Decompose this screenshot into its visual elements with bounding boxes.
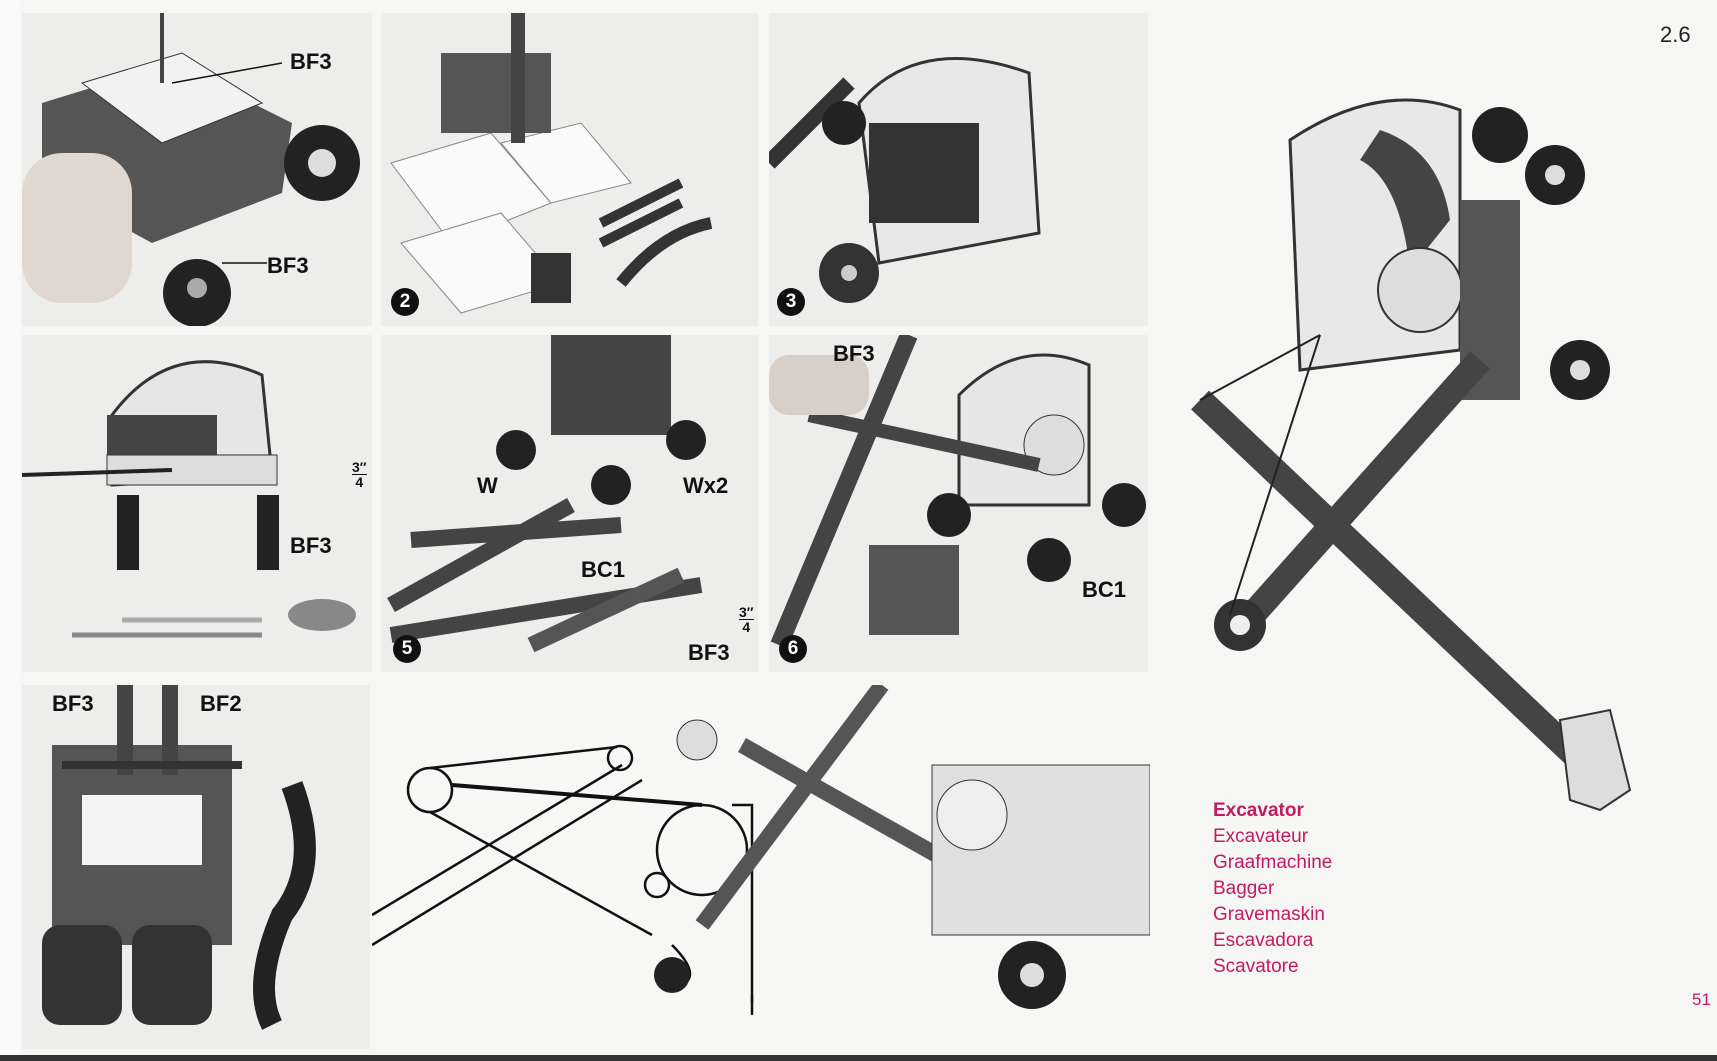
step-3-panel: 3 (769, 13, 1148, 326)
part-label-bc1: BC1 (1082, 577, 1127, 602)
string-threading-diagram (372, 685, 1150, 1015)
size-fraction: 3″4 (739, 604, 754, 635)
model-name-list: Excavator Excavateur Graafmachine Bagger… (1213, 798, 1332, 980)
model-name-it: Scavatore (1213, 956, 1299, 977)
step-number-badge: 3 (777, 288, 805, 316)
page-number: 51 (1692, 990, 1711, 1009)
step-5-panel: W Wx2 BC1 BF3 3″4 5 (381, 335, 758, 672)
part-label-bf3: BF3 (290, 533, 332, 558)
excavator-illustration (1191, 98, 1632, 812)
excavator-model-photo (1160, 70, 1680, 870)
part-label-wx2: Wx2 (683, 473, 729, 498)
part-label-bf3: BF3 (267, 253, 309, 278)
page-spine (0, 0, 20, 1061)
section-number: 2.6 (1660, 22, 1691, 47)
step-number-badge: 6 (779, 635, 807, 663)
part-label-bf3: BF3 (688, 640, 730, 665)
step-number-badge: 2 (391, 288, 419, 316)
part-label-bf3: BF3 (833, 341, 875, 366)
step-number-badge: 5 (393, 635, 421, 663)
step-1-panel: BF3 BF3 (22, 13, 372, 326)
size-fraction: 3″4 (352, 459, 367, 490)
model-name-en: Excavator (1213, 800, 1304, 821)
step-5-illustration (387, 335, 706, 653)
part-label-w: W (477, 473, 498, 498)
step-2-panel: 2 (381, 13, 758, 326)
step-7-illustration (42, 685, 316, 1030)
step-6-illustration (769, 335, 1146, 649)
model-name-nl: Graafmachine (1213, 852, 1333, 873)
step-2-illustration (390, 13, 713, 314)
step-6-panel: BF3 BC1 6 (769, 335, 1148, 672)
step-1-illustration (22, 13, 360, 326)
model-name-sv: Gravemaskin (1213, 904, 1325, 925)
step-3-illustration (769, 57, 1041, 303)
step-4-panel: BF3 3″4 (22, 335, 372, 672)
string-threading-panel (372, 685, 1150, 1049)
part-label-bf3: BF3 (52, 691, 94, 716)
model-name-pt: Escavadora (1213, 930, 1314, 951)
model-name-fr: Excavateur (1213, 826, 1309, 847)
part-label-bf3: BF3 (290, 49, 332, 74)
page-edge (0, 1055, 1717, 1061)
model-name-de: Bagger (1213, 878, 1275, 899)
step-7-panel: BF3 BF2 (22, 685, 370, 1049)
step-4-illustration (22, 360, 356, 638)
part-label-bf2: BF2 (200, 691, 242, 716)
part-label-bc1: BC1 (581, 557, 626, 582)
